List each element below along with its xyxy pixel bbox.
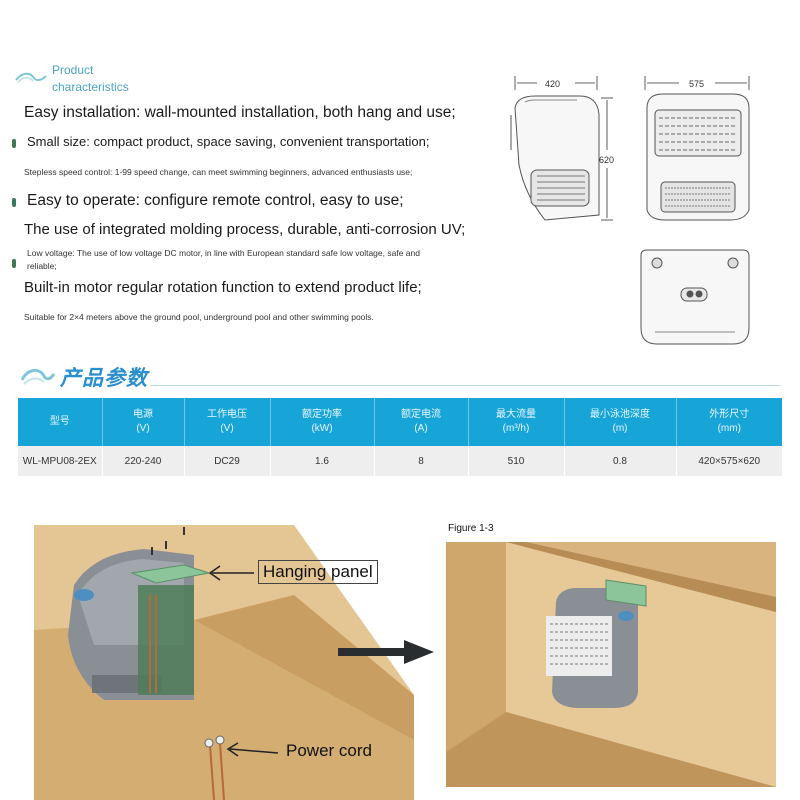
table-cell: 8: [374, 446, 469, 476]
hanging-panel-label: Hanging panel: [258, 560, 378, 584]
header-power-supply: 电源 (V): [102, 398, 185, 446]
header-model: 型号: [18, 398, 103, 446]
product-dimension-drawings: 420 620 575: [510, 76, 750, 345]
header-rated-power: 额定功率 (kW): [270, 398, 375, 446]
feature-text: The use of integrated molding process, d…: [24, 221, 466, 238]
product-parameters-title: 产品参数: [60, 366, 148, 390]
header-unit: (m): [612, 423, 628, 434]
hanging-panel: [605, 579, 647, 607]
power-cord: [204, 735, 225, 800]
section-heading-product-characteristics: Product characteristics: [52, 62, 129, 96]
header-max-flow: 最大流量 (m³/h): [468, 398, 565, 446]
header-dimensions: 外形尺寸 (mm): [676, 398, 782, 446]
title-divider: [150, 385, 780, 386]
parameters-table: 型号 电源 (V) 工作电压 (V) 额定功率 (kW) 额定电流 (A) 最大流量 (m…: [18, 398, 782, 476]
header-unit: (V): [136, 423, 150, 434]
callout-arrow: [229, 748, 279, 754]
heading-line-2: characteristics: [52, 80, 129, 94]
header-name: 最大流量: [496, 409, 536, 420]
header-rated-current: 额定电流 (A): [374, 398, 469, 446]
height-dimension: [601, 97, 613, 221]
installed-illustration: [446, 542, 776, 787]
header-name: 电源: [133, 409, 153, 420]
feature-text: Small size: compact product, space savin…: [27, 134, 430, 149]
table-cell: 220-240: [102, 446, 185, 476]
power-cord-label: Power cord: [286, 741, 372, 760]
header-unit: (A): [414, 423, 428, 434]
table-cell: 1.6: [270, 446, 375, 476]
installation-illustration: [34, 525, 414, 800]
bullet-icon: [12, 198, 16, 207]
feature-text: Built-in motor regular rotation function…: [24, 279, 422, 296]
right-arrow-icon: [338, 640, 434, 664]
table-cell: 510: [468, 446, 565, 476]
feature-text: reliable;: [27, 261, 57, 271]
front-width-dimension: [644, 76, 750, 90]
figure-label: Figure 1-3: [448, 523, 494, 534]
table-cell: 0.8: [564, 446, 677, 476]
table-cell: 420×575×620: [676, 446, 782, 476]
table-header-row: 型号 电源 (V) 工作电压 (V) 额定功率 (kW) 额定电流 (A) 最大流量 (m…: [18, 398, 782, 446]
header-name: 额定功率: [302, 409, 342, 420]
header-name: 外形尺寸: [709, 409, 750, 420]
side-view-drawing: [510, 95, 600, 221]
header-min-pool-depth: 最小泳池深度 (m): [564, 398, 677, 446]
feature-text: Easy to operate: configure remote contro…: [27, 192, 404, 209]
front-view-drawing: [646, 93, 750, 221]
header-name: 工作电压: [207, 409, 247, 420]
header-working-voltage: 工作电压 (V): [184, 398, 271, 446]
pump-device: [68, 549, 194, 700]
bullet-icon: [12, 139, 16, 148]
height-label: 620: [599, 155, 614, 165]
heading-line-1: Product: [52, 63, 94, 77]
screws: [151, 527, 185, 555]
bullet-icon: [12, 259, 16, 268]
header-unit: (V): [220, 423, 234, 434]
feature-text: Low voltage: The use of low voltage DC m…: [27, 248, 420, 258]
front-width-label: 575: [689, 79, 704, 89]
feature-text: Easy installation: wall-mounted installa…: [24, 104, 456, 121]
swirl-decor-icon: [20, 369, 56, 385]
side-width-dimension: [514, 76, 598, 90]
feature-text: Stepless speed control: 1-99 speed chang…: [24, 167, 413, 177]
table-row: WL-MPU08-2EX 220-240 DC29 1.6 8 510 0.8 …: [18, 446, 782, 476]
header-name: 型号: [49, 416, 70, 427]
feature-text: Suitable for 2×4 meters above the ground…: [24, 312, 374, 322]
side-width-label: 420: [545, 79, 560, 89]
header-unit: (mm): [717, 423, 741, 434]
header-unit: (kW): [311, 423, 333, 434]
swirl-logo-icon: [15, 72, 47, 83]
table-cell: WL-MPU08-2EX: [18, 446, 103, 476]
pool-edge: [194, 595, 414, 740]
table-cell: DC29: [184, 446, 271, 476]
pump-device: [546, 588, 638, 708]
rear-view-drawing: [640, 249, 750, 345]
header-unit: (m³/h): [502, 423, 530, 434]
header-name: 最小泳池深度: [590, 409, 650, 420]
header-name: 额定电流: [401, 409, 441, 420]
